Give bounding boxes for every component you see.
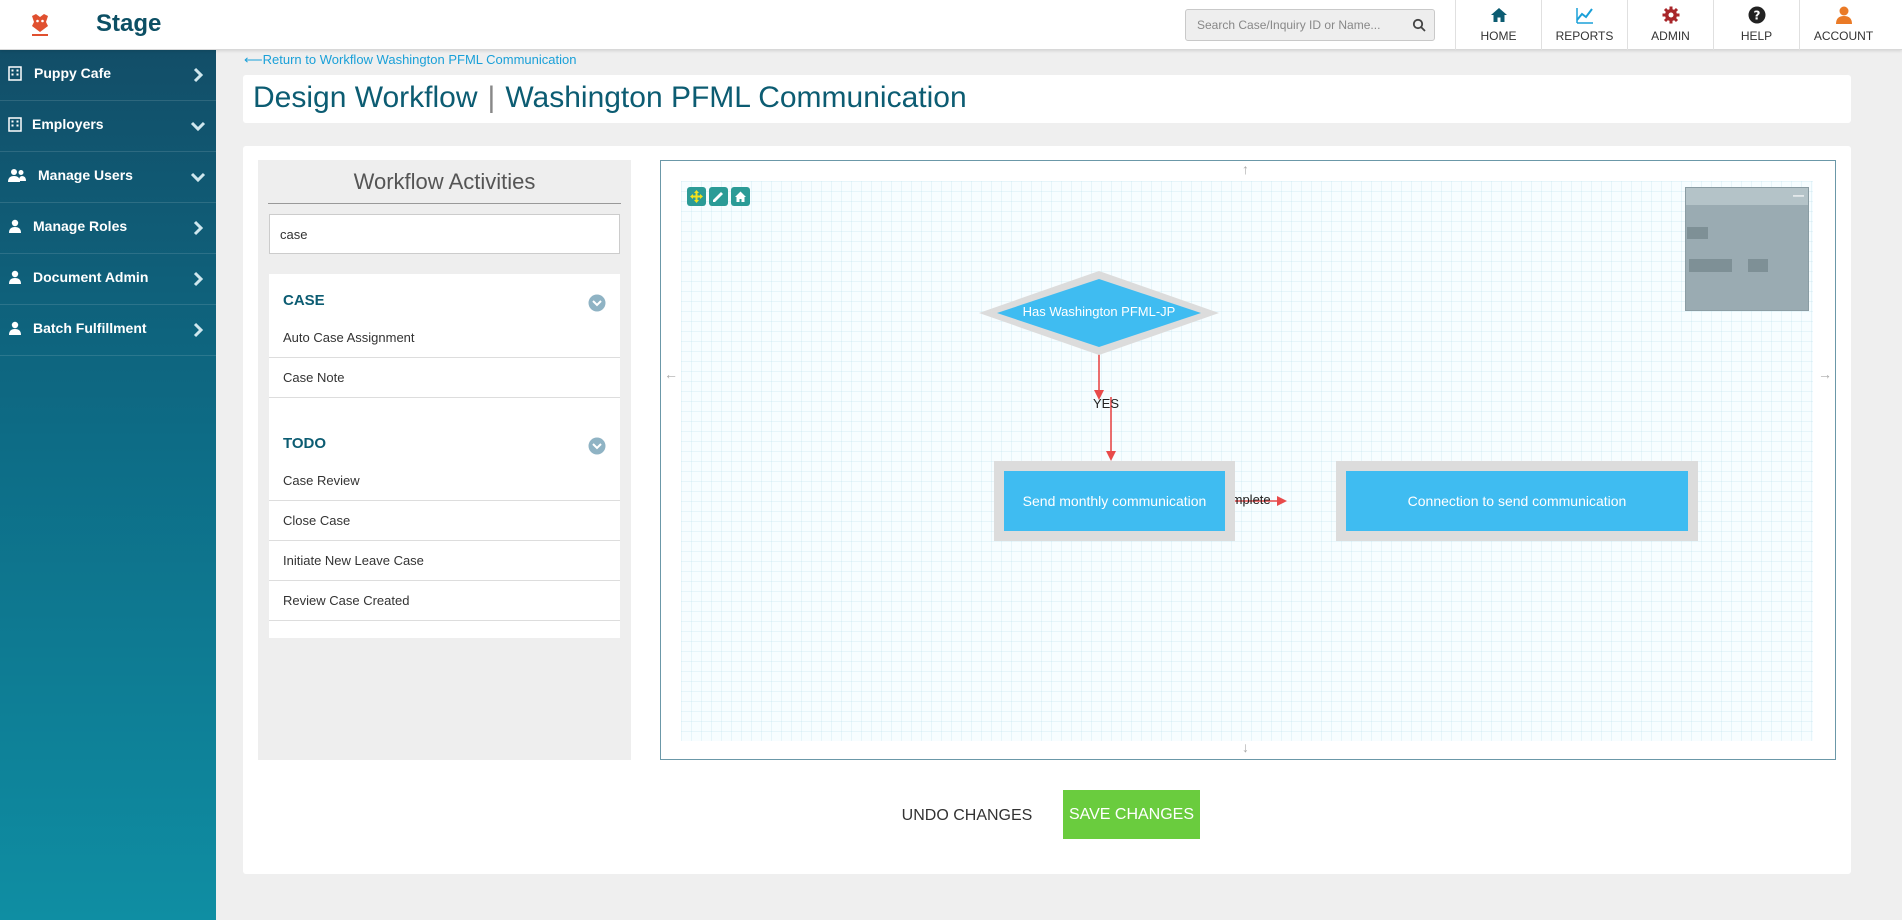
edge-yes-label: YES: [1093, 396, 1120, 411]
building-icon: [8, 117, 22, 132]
decision-node-label: Has Washington PFML-JP: [1022, 304, 1176, 319]
pan-tool-button[interactable]: [687, 187, 706, 206]
pan-left-arrow-icon[interactable]: ←: [664, 366, 678, 382]
user-icon: [9, 270, 21, 284]
user-icon: [9, 219, 21, 233]
workflow-canvas[interactable]: ↑ ↓ ← → —: [660, 160, 1836, 760]
sidebar-item-manage-roles[interactable]: Manage Roles: [0, 203, 216, 254]
pan-up-arrow-icon[interactable]: ↑: [1242, 161, 1249, 177]
building-icon: [8, 66, 22, 81]
search-icon[interactable]: [1412, 18, 1426, 32]
chart-icon: [1575, 8, 1593, 24]
connection-node[interactable]: Connection to send communication: [1336, 461, 1698, 541]
activity-item[interactable]: Review Case Created: [269, 581, 620, 621]
nav-help-label: HELP: [1740, 29, 1773, 43]
activity-item[interactable]: Initiate New Leave Case: [269, 541, 620, 581]
global-search: [1185, 9, 1435, 41]
page-title-workflow-name: Washington PFML Communication: [505, 81, 967, 114]
chevron-down-circle-icon[interactable]: [588, 294, 606, 312]
app-title: Stage: [96, 10, 162, 37]
nav-account-label: ACCOUNT: [1813, 29, 1874, 43]
nav-help-button[interactable]: ? HELP: [1713, 0, 1799, 50]
users-icon: [8, 169, 26, 182]
chevron-right-icon: [193, 271, 204, 287]
sidebar-item-batch-fulfillment[interactable]: Batch Fulfillment: [0, 305, 216, 356]
sidebar-item-label: Manage Roles: [33, 218, 128, 234]
svg-text:?: ?: [1753, 9, 1760, 23]
chevron-down-icon: [190, 121, 206, 132]
group-header-case[interactable]: CASE: [269, 284, 620, 318]
chevron-right-icon: [193, 67, 204, 83]
activity-item[interactable]: Case Note: [269, 358, 620, 398]
activity-item[interactable]: Auto Case Assignment: [269, 318, 620, 358]
move-icon: [690, 190, 703, 203]
gear-icon: [1662, 6, 1679, 24]
help-icon: ?: [1748, 6, 1765, 24]
sidebar-item-label: Manage Users: [38, 167, 133, 183]
group-title: CASE: [283, 292, 325, 309]
nav-admin-button[interactable]: ADMIN: [1627, 0, 1713, 50]
activities-search-input[interactable]: [269, 214, 620, 254]
pan-down-arrow-icon[interactable]: ↓: [1242, 739, 1249, 755]
back-link-label: Return to Workflow Washington PFML Commu…: [262, 52, 577, 67]
undo-changes-button[interactable]: UNDO CHANGES: [890, 794, 1044, 838]
nav-admin-label: ADMIN: [1651, 29, 1690, 43]
puppy-logo-icon[interactable]: [28, 12, 52, 38]
arrow-left-icon: ⟵: [244, 52, 263, 67]
sidebar-item-employers[interactable]: Employers: [0, 101, 216, 152]
home-icon: [1490, 8, 1507, 22]
group-title: TODO: [283, 435, 327, 452]
sidebar: Puppy Cafe Employers Manage Users Manage…: [0, 50, 216, 920]
minimize-icon[interactable]: —: [1793, 190, 1804, 202]
nav-reports-label: REPORTS: [1555, 29, 1614, 43]
save-changes-button[interactable]: SAVE CHANGES: [1063, 790, 1200, 839]
sidebar-item-document-admin[interactable]: Document Admin: [0, 254, 216, 305]
minimap-node: [1687, 227, 1708, 239]
back-link[interactable]: ⟵Return to Workflow Washington PFML Comm…: [244, 52, 576, 68]
edit-tool-button[interactable]: [709, 187, 728, 206]
header-card: Design Workflow | Washington PFML Communic…: [243, 75, 1851, 123]
chevron-down-circle-icon[interactable]: [588, 437, 606, 455]
chevron-down-icon: [190, 172, 206, 183]
edge-yes[interactable]: [1094, 351, 1116, 461]
page-title: Design Workflow | Washington PFML Communic…: [253, 81, 967, 115]
page-title-primary: Design Workflow: [253, 81, 478, 114]
reset-view-button[interactable]: [731, 187, 750, 206]
group-header-todo[interactable]: TODO: [269, 427, 620, 461]
minimap-header: —: [1686, 188, 1808, 205]
workflow-activities-panel: Workflow Activities CASE Auto Case Assig…: [258, 160, 631, 760]
minimap-node: [1748, 259, 1768, 272]
sidebar-item-label: Employers: [32, 116, 104, 132]
search-input[interactable]: [1186, 10, 1406, 40]
minimap[interactable]: —: [1685, 187, 1809, 311]
activities-title: Workflow Activities: [268, 168, 621, 204]
activity-item[interactable]: Case Review: [269, 461, 620, 501]
connection-node-label: Connection to send communication: [1346, 471, 1688, 531]
workflow-edges: [979, 271, 1287, 506]
sidebar-item-puppy-cafe[interactable]: Puppy Cafe: [0, 50, 216, 101]
title-separator: |: [487, 81, 496, 114]
top-bar: Stage HOME REPORTS ADMIN: [0, 0, 1902, 50]
pencil-icon: [713, 192, 723, 202]
decision-node[interactable]: [979, 271, 1219, 355]
nav-reports-button[interactable]: REPORTS: [1541, 0, 1627, 50]
sidebar-item-label: Batch Fulfillment: [33, 320, 147, 336]
activities-list: CASE Auto Case Assignment Case Note TODO…: [269, 274, 620, 638]
sidebar-item-label: Puppy Cafe: [34, 65, 112, 81]
nav-home-button[interactable]: HOME: [1455, 0, 1541, 50]
user-icon: [9, 321, 21, 335]
home-icon: [735, 191, 746, 202]
sidebar-item-manage-users[interactable]: Manage Users: [0, 152, 216, 203]
minimap-node: [1689, 259, 1732, 272]
chevron-right-icon: [193, 220, 204, 236]
send-communication-label: Send monthly communication: [1004, 471, 1225, 531]
chevron-right-icon: [193, 322, 204, 338]
send-communication-node[interactable]: Send monthly communication: [994, 461, 1235, 541]
nav-home-label: HOME: [1480, 29, 1517, 43]
activity-item[interactable]: Close Case: [269, 501, 620, 541]
pan-right-arrow-icon[interactable]: →: [1818, 366, 1832, 382]
user-icon: [1835, 6, 1852, 24]
sidebar-item-label: Document Admin: [33, 269, 149, 285]
nav-account-button[interactable]: ACCOUNT: [1799, 0, 1887, 50]
